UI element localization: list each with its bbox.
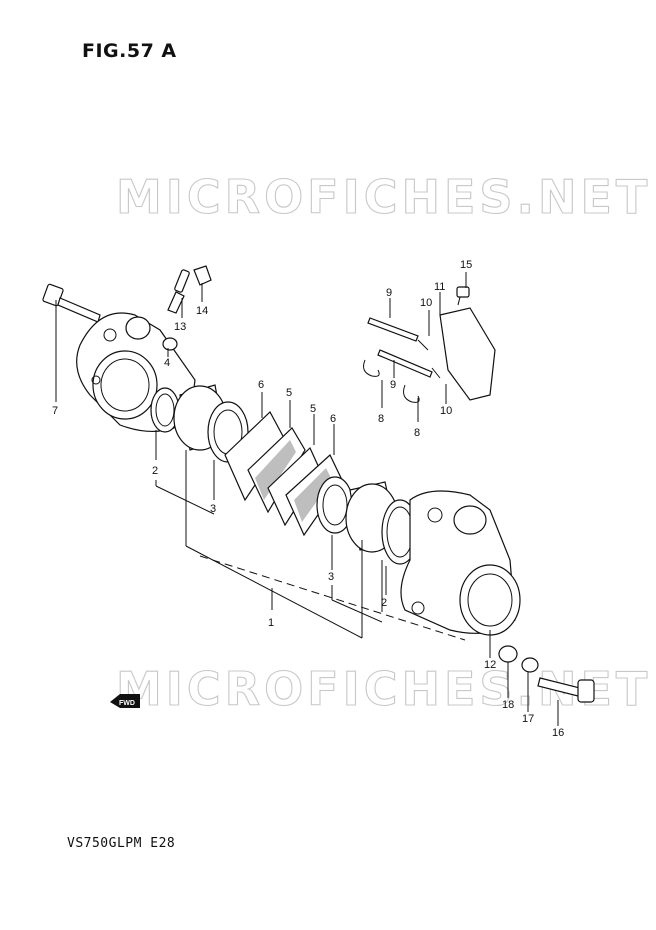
washer-17-part — [521, 657, 539, 673]
mounting-bolt-part — [537, 677, 595, 703]
callout-5: 5 — [310, 403, 316, 415]
brake-pads — [224, 411, 343, 537]
bleeder-cap-part — [193, 265, 212, 286]
forward-arrow-icon: FWD — [110, 694, 140, 708]
callout-5: 5 — [286, 387, 292, 399]
callout-4: 4 — [164, 357, 170, 369]
watermark-top: MICROFICHES.NET — [116, 170, 651, 224]
plate-screw-part — [456, 286, 470, 306]
washer-18-part — [498, 645, 518, 663]
right-piston-set — [316, 476, 419, 565]
callout-9: 9 — [386, 287, 392, 299]
callout-8: 8 — [378, 413, 384, 425]
callout-14: 14 — [196, 305, 208, 317]
callout-17: 17 — [522, 713, 534, 725]
callout-7: 7 — [52, 405, 58, 417]
caliper-bolt-part — [42, 283, 101, 323]
callout-6: 6 — [330, 413, 336, 425]
left-piston-set — [150, 384, 249, 463]
bleeder-valve-part — [167, 269, 190, 314]
leader-lines — [55, 272, 559, 726]
caliper-housing-right — [400, 490, 521, 636]
callout-10: 10 — [440, 405, 452, 417]
pad-spring-plate — [439, 307, 496, 401]
fwd-label: FWD — [119, 700, 135, 707]
pad-pins — [367, 317, 433, 378]
callout-16: 16 — [552, 727, 564, 739]
callout-9: 9 — [390, 379, 396, 391]
callout-11: 11 — [434, 281, 445, 293]
callout-2: 2 — [381, 597, 387, 609]
callout-1: 1 — [268, 617, 274, 629]
callout-12: 12 — [484, 659, 496, 671]
callout-numbers: 1 2 2 3 3 4 5 5 6 6 7 8 8 9 9 10 10 11 1… — [52, 259, 564, 739]
callout-3: 3 — [210, 503, 216, 515]
callout-13: 13 — [174, 321, 186, 333]
callout-15: 15 — [460, 259, 472, 271]
figure-title: FIG.57 A — [82, 40, 177, 62]
callout-8: 8 — [414, 427, 420, 439]
pin-clips — [363, 339, 441, 403]
callout-2: 2 — [152, 465, 158, 477]
model-code: VS750GLPM E28 — [67, 836, 176, 851]
callout-6: 6 — [258, 379, 264, 391]
callout-3: 3 — [328, 571, 334, 583]
callout-10: 10 — [420, 297, 432, 309]
small-ring-part — [162, 337, 178, 351]
callout-18: 18 — [502, 699, 514, 711]
